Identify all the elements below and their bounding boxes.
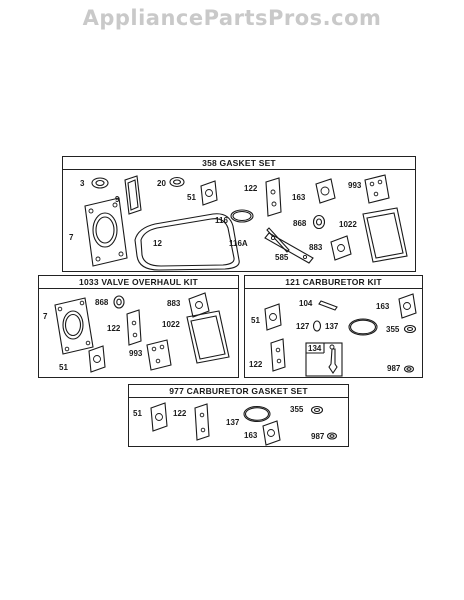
part-gasket-163	[315, 178, 336, 204]
label-134: 134	[308, 344, 322, 353]
gasket-set-title: 358 GASKET SET	[63, 157, 415, 170]
label-122: 122	[107, 324, 121, 333]
label-127: 127	[296, 322, 310, 331]
part-gasket-1022	[186, 310, 230, 364]
label-12: 12	[153, 239, 162, 248]
label-987: 987	[311, 432, 325, 441]
part-gasket-585	[264, 232, 314, 264]
part-gasket-51	[264, 303, 282, 331]
carb-kit-title: 121 CARBURETOR KIT	[245, 276, 422, 289]
label-122: 122	[173, 409, 187, 418]
part-seal-868	[113, 295, 125, 309]
label-355: 355	[386, 325, 400, 334]
part-head-gasket-7	[84, 197, 128, 267]
label-9: 9	[115, 195, 120, 204]
label-585: 585	[275, 253, 289, 262]
label-51: 51	[133, 409, 142, 418]
part-oring-137	[348, 318, 378, 336]
label-163: 163	[292, 193, 306, 202]
part-gasket-9	[124, 175, 142, 215]
label-137: 137	[226, 418, 240, 427]
part-crankcase-gasket-12	[134, 213, 240, 271]
part-oring-116	[230, 209, 254, 223]
label-51: 51	[187, 193, 196, 202]
carb-kit-panel: 121 CARBURETOR KIT 104 163 51 127 137 35…	[244, 275, 423, 378]
carb-gasket-set-title: 977 CARBURETOR GASKET SET	[129, 385, 348, 398]
watermark: AppliancePartsPros.com	[82, 6, 382, 30]
part-gasket-51	[88, 345, 106, 373]
part-washer-987	[403, 365, 415, 373]
label-993: 993	[129, 349, 143, 358]
label-51: 51	[251, 316, 260, 325]
part-float-127	[312, 320, 322, 332]
label-116: 116	[215, 216, 228, 225]
part-seal-868	[312, 214, 326, 230]
label-355: 355	[290, 405, 304, 414]
part-gasket-116a	[266, 227, 290, 253]
label-163: 163	[376, 302, 390, 311]
part-pin-104	[318, 300, 338, 311]
part-head-gasket-7	[54, 297, 94, 355]
part-gasket-51	[150, 402, 168, 432]
carb-kit-drawing: 104 163 51 127 137 355	[249, 293, 417, 377]
part-washer-355	[310, 405, 324, 415]
valve-kit-drawing: 7 868 883 122 1022 51 993	[43, 292, 230, 373]
label-987: 987	[387, 364, 401, 373]
label-20: 20	[157, 179, 166, 188]
label-993: 993	[348, 181, 362, 190]
label-7: 7	[69, 233, 74, 242]
part-jet-134	[305, 342, 343, 377]
label-1022: 1022	[339, 220, 357, 229]
part-gasket-122	[194, 403, 210, 441]
carb-gasket-set-drawing: 51 122 137 355 163 987	[133, 402, 338, 446]
part-gasket-993	[146, 339, 172, 371]
part-gasket-993	[364, 174, 390, 204]
label-137: 137	[325, 322, 339, 331]
part-washer-987	[326, 432, 338, 440]
part-gasket-163	[262, 420, 281, 446]
label-51: 51	[59, 363, 68, 372]
label-1022: 1022	[162, 320, 180, 329]
label-883: 883	[167, 299, 181, 308]
label-868: 868	[293, 219, 307, 228]
part-gasket-122	[126, 309, 142, 346]
valve-kit-panel: 1033 VALVE OVERHAUL KIT 7 868 883 122 10…	[38, 275, 239, 378]
part-seal-20	[169, 176, 185, 188]
gasket-set-panel: 358 GASKET SET 3 9 20 51 122 163	[62, 156, 416, 272]
label-7: 7	[43, 312, 48, 321]
carb-gasket-set-panel: 977 CARBURETOR GASKET SET 51 122 137 355…	[128, 384, 349, 447]
part-gasket-51	[200, 180, 218, 206]
label-122: 122	[249, 360, 263, 369]
part-oring-137	[243, 405, 271, 423]
part-gasket-1022	[362, 207, 408, 263]
label-163: 163	[244, 431, 258, 440]
part-gasket-122	[270, 338, 286, 372]
label-868: 868	[95, 298, 109, 307]
gasket-set-drawing: 3 9 20 51 122 163 993	[69, 174, 408, 271]
label-104: 104	[299, 299, 313, 308]
part-seal-3	[91, 177, 109, 189]
label-122: 122	[244, 184, 258, 193]
part-gasket-122	[265, 177, 282, 217]
part-washer-355	[403, 324, 417, 334]
valve-kit-title: 1033 VALVE OVERHAUL KIT	[39, 276, 238, 289]
label-116a: 116A	[229, 239, 248, 248]
part-gasket-883	[188, 292, 210, 318]
label-883: 883	[309, 243, 323, 252]
part-gasket-883	[330, 235, 352, 261]
part-gasket-163	[398, 293, 417, 319]
label-3: 3	[80, 179, 85, 188]
